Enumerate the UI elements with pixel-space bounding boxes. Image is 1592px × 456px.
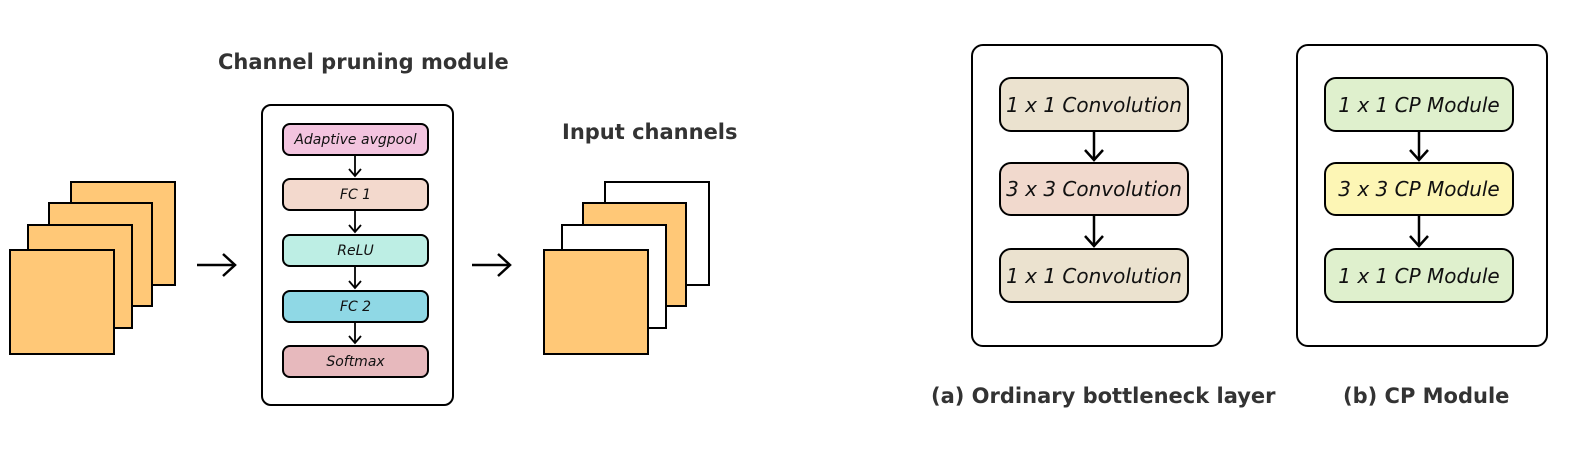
cp-layer-1x1-bottom: 1 x 1 CP Module [1324, 248, 1514, 303]
ordinary-layer-1x1-top: 1 x 1 Convolution [999, 77, 1189, 132]
fc1-step: FC 1 [282, 178, 429, 211]
input-channels-title: Input channels [562, 120, 738, 144]
channel-pruning-module-title: Channel pruning module [218, 50, 509, 74]
adaptive-avgpool-step: Adaptive avgpool [282, 123, 429, 156]
down-arrow-icon [348, 156, 362, 178]
ordinary-layer-3x3: 3 x 3 Convolution [999, 162, 1189, 216]
right-arrow-icon [472, 253, 512, 277]
down-arrow-icon [1409, 216, 1429, 248]
down-arrow-icon [1084, 132, 1104, 162]
caption-cp-module: (b) CP Module [1343, 384, 1510, 408]
caption-ordinary-bottleneck: (a) Ordinary bottleneck layer [931, 384, 1276, 408]
cp-layer-3x3: 3 x 3 CP Module [1324, 162, 1514, 216]
ordinary-layer-1x1-bottom: 1 x 1 Convolution [999, 248, 1189, 303]
relu-step: ReLU [282, 234, 429, 267]
softmax-step: Softmax [282, 345, 429, 378]
down-arrow-icon [1084, 216, 1104, 248]
kept-channel-1 [543, 249, 649, 355]
down-arrow-icon [348, 323, 362, 345]
down-arrow-icon [348, 267, 362, 290]
cp-layer-1x1-top: 1 x 1 CP Module [1324, 77, 1514, 132]
fc2-step: FC 2 [282, 290, 429, 323]
down-arrow-icon [1409, 132, 1429, 162]
right-arrow-icon [197, 253, 237, 277]
input-feature-map-1 [9, 249, 115, 355]
down-arrow-icon [348, 211, 362, 234]
